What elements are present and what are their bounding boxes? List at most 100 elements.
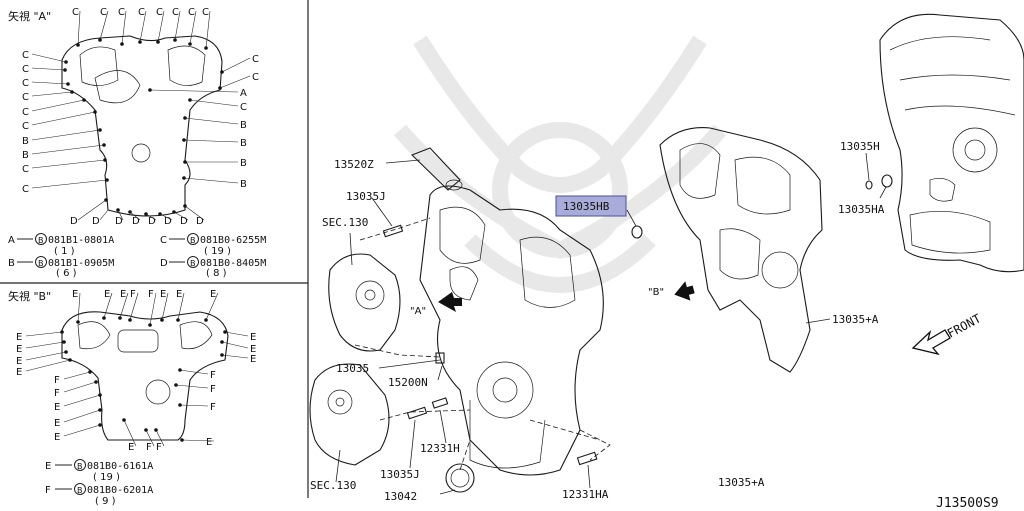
bolt-position-label: E: [54, 402, 60, 413]
leader-line: [31, 99, 85, 112]
legend-qty-c: ( 19 ): [204, 246, 231, 257]
leader-line: [63, 371, 91, 380]
leader-line: [31, 67, 66, 71]
leader-line: [149, 292, 157, 326]
leader-line: [31, 111, 96, 126]
legend-code-f: 081B0-6201A: [87, 485, 153, 496]
oil-seal: [445, 463, 475, 493]
callouts: 13520Z 13035J SEC.130 13035 15200N 12331…: [310, 140, 999, 511]
bolt-symbol-icon: B: [190, 259, 196, 268]
view-arrow-b-label: "B": [648, 287, 664, 298]
bolt-15200n: [435, 352, 445, 364]
bolt-symbol-icon: B: [77, 462, 83, 471]
bolt-position-label: C: [22, 164, 29, 175]
legend-code-d: 081B0-8405M: [200, 258, 266, 269]
bolt-position-label: D: [164, 216, 172, 227]
leader-line: [219, 75, 251, 89]
leader-line: [183, 177, 239, 184]
bolt-position-label: C: [22, 64, 29, 75]
bolt-position-label: D: [70, 216, 78, 227]
leader-line: [119, 292, 129, 319]
bolt-symbol-icon: B: [38, 236, 44, 245]
leader-line: [25, 359, 71, 372]
bolt-position-label: D: [132, 216, 140, 227]
view-arrow-a-label: "A": [410, 306, 426, 317]
callout-13035ha: 13035HA: [838, 203, 885, 216]
bolt-position-label: D: [92, 216, 100, 227]
bolt-position-label: E: [72, 289, 78, 300]
bolt-position-label: B: [240, 179, 247, 190]
callout-13035h: 13035H: [840, 140, 880, 153]
dowel-pin: [576, 451, 598, 466]
callout-12331ha: 12331HA: [562, 488, 609, 501]
view-a-title: 矢視 "A": [8, 9, 51, 23]
legend-qty-e: ( 19 ): [93, 472, 120, 483]
legend-qty-d: ( 8 ): [206, 268, 227, 279]
leader-line: [117, 209, 124, 221]
leader-line: [63, 409, 101, 423]
callout-13035j-bottom: 13035J: [380, 468, 420, 481]
leader-line: [155, 429, 165, 447]
bolt-position-label: C: [252, 72, 259, 83]
bolt-position-label: F: [210, 384, 216, 395]
view-a-cover-outline: [61, 35, 223, 217]
bolt-position-label: E: [16, 332, 22, 343]
bolt-position-label: C: [72, 7, 79, 18]
bolt-position-label: F: [210, 402, 216, 413]
o-ring: [631, 225, 643, 239]
callout-sec130-top: SEC.130: [322, 216, 368, 229]
bolt-position-label: D: [196, 216, 204, 227]
leader-line: [31, 179, 108, 189]
bolt-position-label: D: [148, 216, 156, 227]
leader-line: [145, 429, 155, 447]
callout-sec130-bottom: SEC.130: [310, 479, 356, 492]
leader-line: [145, 213, 157, 221]
bolt-position-label: C: [22, 78, 29, 89]
leader-line: [221, 341, 249, 349]
leader-line: [77, 199, 107, 221]
engine-block: [879, 13, 1024, 273]
legend-key-d: D: [160, 258, 168, 269]
view-b-legend: E B 081B0-6161A ( 19 ) F B 081B0-6201A (…: [45, 459, 153, 507]
water-pump-lower: [309, 363, 390, 466]
leader-line: [31, 129, 101, 141]
front-label: FRONT: [945, 311, 983, 340]
leader-line: [181, 439, 215, 442]
bolt-position-label: D: [115, 216, 123, 227]
bolt-position-label: E: [120, 289, 126, 300]
leader-line: [159, 213, 173, 221]
bolt-position-label: E: [54, 418, 60, 429]
bolt-position-label: F: [156, 442, 162, 453]
leader-line: [174, 10, 181, 41]
leader-line: [161, 292, 169, 321]
bolt-position-label: C: [172, 7, 179, 18]
bolt-position-label: E: [104, 289, 110, 300]
leader-line: [189, 99, 239, 107]
legend-code-e: 081B0-6161A: [87, 461, 153, 472]
bolt-position-label: F: [148, 289, 154, 300]
bolt-symbol-icon: B: [190, 236, 196, 245]
callout-13035hb[interactable]: 13035HB: [563, 200, 610, 213]
bolt-position-label: B: [240, 120, 247, 131]
bolt-position-label: C: [22, 184, 29, 195]
view-a-legend: A B 081B1-0801A ( 1 ) C B 081B0-6255M ( …: [8, 233, 266, 279]
water-pump-upper: [328, 253, 401, 352]
exploded-view: [309, 13, 1024, 495]
leader-line: [205, 292, 219, 321]
leader-line: [31, 81, 69, 85]
leader-line: [177, 292, 185, 321]
leader-line: [183, 139, 239, 143]
bolt-position-label: C: [202, 7, 209, 18]
view-arrow-a-icon: [438, 292, 462, 312]
bolt-position-label: E: [250, 354, 256, 365]
bolt-position-label: B: [22, 150, 29, 161]
leader-line: [77, 10, 81, 46]
front-timing-cover: [659, 127, 823, 373]
bolt-symbol-icon: B: [38, 259, 44, 268]
leader-line: [173, 211, 189, 221]
bolt-position-label: F: [210, 370, 216, 381]
bolt-position-label: F: [146, 442, 152, 453]
bolt-position-label: E: [206, 437, 212, 448]
legend-qty-f: ( 9 ): [95, 496, 116, 507]
